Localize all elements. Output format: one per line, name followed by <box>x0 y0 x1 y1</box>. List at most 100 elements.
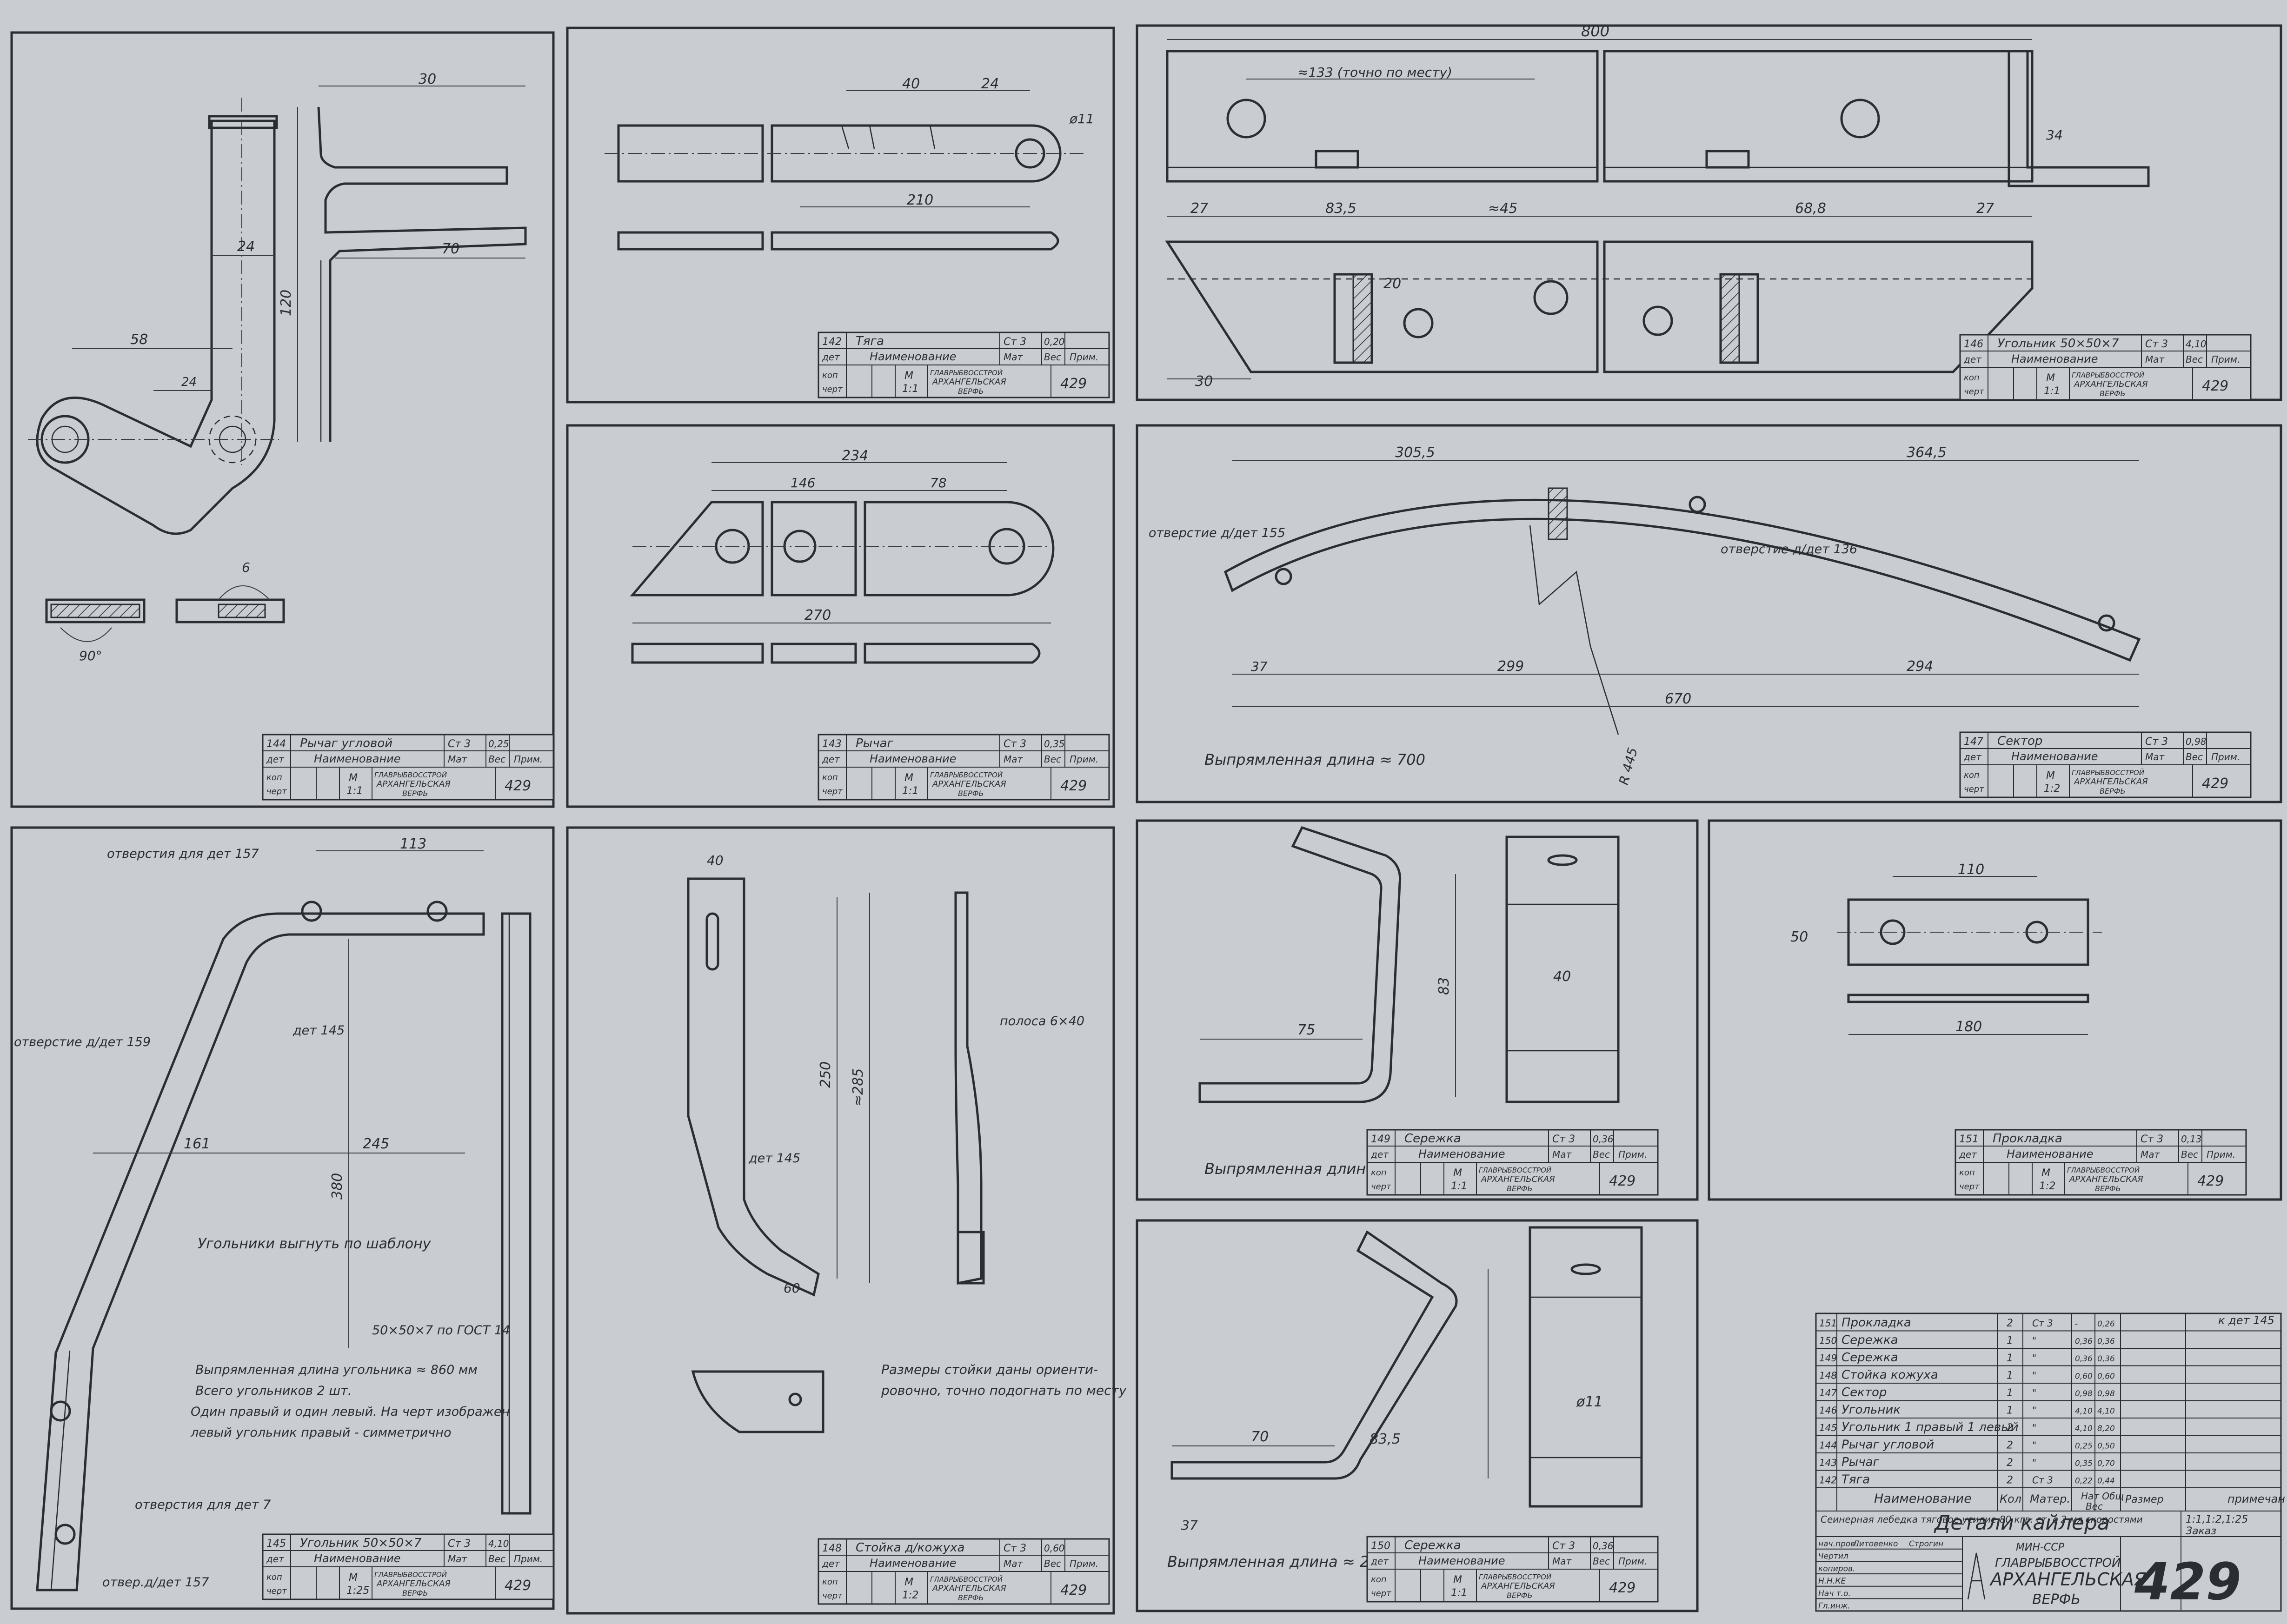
title-block-det-no: 146 <box>1964 338 1983 350</box>
title-block-mass: 0,36 <box>1593 1540 1614 1551</box>
title-block-label-m: М <box>2041 1167 2050 1179</box>
title-block-det-no: 144 <box>266 738 286 750</box>
title-block-label-name: Наименование <box>1418 1554 1505 1567</box>
note-length: Выпрямленная длина угольника ≈ 860 мм <box>195 1363 478 1377</box>
dim-text: 120 <box>278 290 294 316</box>
main-title: Детали кайлера <box>1934 1511 2110 1535</box>
title-block-det-no: 148 <box>822 1543 842 1554</box>
title-block-org-1: ГЛАВРЫБВОССТРОЙ <box>930 368 1003 377</box>
title-block-label-kop: коп <box>1964 373 1980 383</box>
title-block-label-ves: Вес <box>488 1553 505 1564</box>
title-block-sheet-no: 429 <box>2202 378 2228 394</box>
table-cell-weight-total: 0,36 <box>2097 1337 2115 1346</box>
dim-text: 20 <box>1383 276 1401 292</box>
dim-text: 68,8 <box>1795 200 1826 217</box>
title-block-org-1: ГЛАВРЫБВОССТРОЙ <box>1479 1166 1551 1174</box>
note-approx-2: ровочно, точно подогнать по месту <box>881 1383 1127 1398</box>
col-prim-header: примечан <box>2227 1492 2285 1505</box>
panel-frames <box>10 24 2282 1615</box>
signature-role: Чертил <box>1818 1552 1848 1561</box>
title-block-label-mat: Мат <box>1552 1556 1572 1567</box>
dim-text: 78 <box>930 475 947 491</box>
org-line-3: АРХАНГЕЛЬСКАЯ <box>1989 1569 2146 1590</box>
title-block-scale: 1:2 <box>902 1590 918 1601</box>
title-block-sheet-no: 429 <box>505 778 531 794</box>
col-ves-header: Вес <box>2086 1501 2103 1512</box>
table-cell-weight-total: 0,60 <box>2097 1372 2115 1381</box>
title-block-label-det: дет <box>1370 1149 1389 1160</box>
dim-text: 250 <box>818 1061 834 1088</box>
dim-text: 364,5 <box>1907 444 1947 461</box>
title-block-material: Ст 3 <box>1552 1133 1575 1145</box>
title-block-org-2: АРХАНГЕЛЬСКАЯ <box>1481 1174 1555 1184</box>
title-block-sheet-no: 429 <box>1060 778 1087 794</box>
table-cell-name: Сережка <box>1842 1351 1898 1365</box>
dim-text: 40 <box>707 853 724 868</box>
title-block-material: Ст 3 <box>1004 738 1026 750</box>
col-name-header: Наименование <box>1874 1491 1972 1506</box>
title-block-label-name: Наименование <box>2011 352 2098 365</box>
table-cell-weight-unit: 0,36 <box>2075 1337 2093 1346</box>
title-block-label-kop: коп <box>822 773 838 782</box>
title-block-det-no: 151 <box>1959 1133 1979 1145</box>
title-block-org-1: ГЛАВРЫБВОССТРОЙ <box>374 770 447 779</box>
title-block-material: Ст 3 <box>448 738 471 750</box>
org-line-4: ВЕРФЬ <box>2032 1591 2081 1608</box>
note-lr-1: Один правый и один левый. На черт изобра… <box>191 1405 510 1419</box>
table-cell-qty: 2 <box>2007 1475 2013 1486</box>
title-block-label-mat: Мат <box>2145 354 2165 365</box>
title-block-label-det: дет <box>1963 751 1982 762</box>
dim-text: 380 <box>329 1173 346 1200</box>
note-hole-157: отверстия для дет 157 <box>107 847 259 861</box>
table-cell-name: Сережка <box>1842 1333 1898 1347</box>
title-block-label-kop: коп <box>822 371 838 380</box>
title-block-label-ves: Вес <box>1593 1556 1610 1567</box>
title-block-material: Ст 3 <box>448 1538 471 1550</box>
dim-text: 161 <box>184 1136 210 1152</box>
table-cell-weight-unit: 0,25 <box>2075 1442 2093 1451</box>
title-block-org-1: ГЛАВРЫБВОССТРОЙ <box>2072 371 2144 379</box>
title-block-label-det: дет <box>1370 1556 1389 1567</box>
table-cell-mat: " <box>2032 1457 2036 1468</box>
title-block-label-prim: Прим. <box>514 754 543 765</box>
title-block-label-ves: Вес <box>488 754 505 765</box>
title-block-org-3: ВЕРФЬ <box>958 387 984 396</box>
dim-text: 50 <box>1790 929 1808 945</box>
title-block-material: Ст 3 <box>2145 338 2168 350</box>
table-cell-name: Угольник 1 правый 1 левый <box>1842 1420 2019 1434</box>
dim-text: 180 <box>1955 1019 1982 1035</box>
table-cell-weight-total: 0,26 <box>2097 1319 2115 1329</box>
dim-text: 83,5 <box>1325 200 1356 217</box>
table-cell-weight-total: 4,10 <box>2097 1407 2115 1416</box>
title-block-org-1: ГЛАВРЫБВОССТРОЙ <box>930 770 1003 779</box>
title-block-sheet-no: 429 <box>505 1578 531 1594</box>
title-block-org-1: ГЛАВРЫБВОССТРОЙ <box>374 1570 447 1579</box>
title-block-label-det: дет <box>822 754 840 765</box>
title-block-mass: 0,60 <box>1044 1543 1065 1554</box>
title-block-scale: 1:25 <box>346 1585 369 1597</box>
table-cell-weight-total: 0,50 <box>2097 1442 2115 1451</box>
title-block-mass: 0,98 <box>2186 736 2207 747</box>
title-block-org-2: АРХАНГЕЛЬСКАЯ <box>1481 1581 1555 1591</box>
col-mat-header: Матер. <box>2030 1492 2070 1505</box>
title-block-label-kop: коп <box>1964 770 1980 780</box>
table-cell-name: Угольник <box>1842 1403 1901 1417</box>
title-block-det-no: 142 <box>822 336 842 348</box>
title-block-scale: 1:1 <box>346 785 363 797</box>
title-block-label-mat: Мат <box>448 1553 468 1564</box>
title-block-scale: 1:1 <box>902 383 918 395</box>
title-block-label-name: Наименование <box>314 1552 401 1565</box>
title-block-label-m: М <box>2046 372 2055 384</box>
title-block-label-ves: Вес <box>2186 354 2203 365</box>
table-cell-weight-unit: 0,36 <box>2075 1354 2093 1364</box>
dim-text: 113 <box>400 836 426 852</box>
table-cell-qty: 1 <box>2007 1405 2013 1417</box>
dim-text: ≈285 <box>850 1068 866 1107</box>
title-block-org-1: ГЛАВРЫБВОССТРОЙ <box>1479 1572 1551 1581</box>
title-block-part-name: Сережка <box>1404 1538 1461 1552</box>
